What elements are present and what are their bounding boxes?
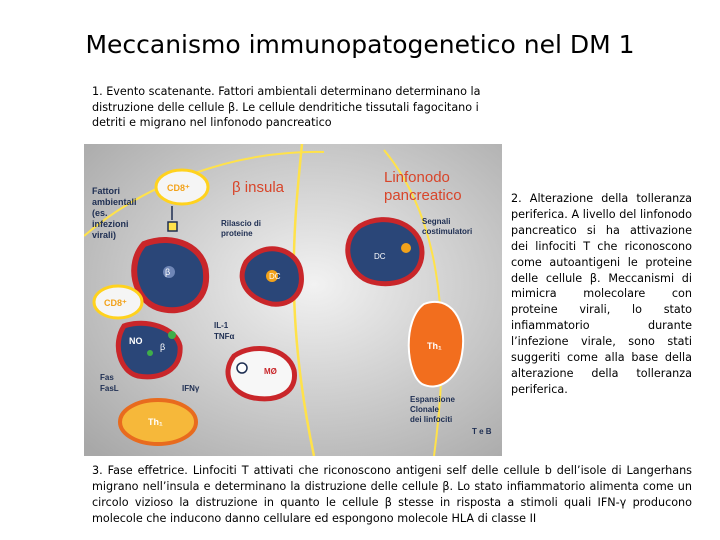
no-label: NO [129, 336, 143, 346]
cd8-top-cell [154, 168, 210, 206]
slide-title: Meccanismo immunopatogenetico nel DM 1 [85, 30, 635, 59]
tnfa-label: TNFα [214, 332, 235, 341]
fattori-line5: virali) [92, 230, 116, 240]
virus-marker [167, 221, 178, 232]
dc-insula-nucleus [266, 270, 278, 282]
paragraph-triggering-event: 1. Evento scatenante. Fattori ambientali… [92, 85, 481, 129]
segnali-line2: costimulatori [422, 227, 472, 236]
fattori-line4: infezioni [92, 219, 129, 229]
dc-node-orange-dot [401, 243, 411, 253]
fattori-line3: (es. [92, 208, 108, 218]
espansione-line1: Espansione [410, 395, 455, 404]
paragraph-effector-phase: 3. Fase effetrice. Linfociti T attivati … [92, 464, 692, 525]
linfonodo-line1: Linfonodo [384, 169, 450, 186]
beta-cell-label: β [165, 267, 170, 277]
green-granule-1 [168, 331, 176, 339]
teb-label: T e B [472, 427, 492, 436]
rilascio-line2: proteine [221, 229, 253, 238]
macrophage-granule [236, 362, 248, 374]
beta-nucleus [163, 266, 175, 278]
immunopathogenesis-figure: Fattori ambientali (es. infezioni virali… [84, 144, 502, 456]
ifng-label: IFNγ [182, 384, 200, 393]
fattori-line2: ambientali [92, 197, 137, 207]
cd8-top-label: CD8⁺ [167, 183, 190, 193]
dendritic-cell-node [345, 217, 425, 287]
rilascio-line1: Rilascio di [221, 219, 261, 228]
th1-node-cell [407, 301, 465, 388]
damaged-beta-cell [115, 320, 183, 380]
paragraph-peripheral-tolerance: 2. Alterazione della tolleranza periferi… [511, 192, 692, 396]
th1-insula-cell [118, 398, 198, 446]
il1-label: IL-1 [214, 321, 229, 330]
fattori-line1: Fattori [92, 186, 120, 196]
inner-boundary-line [383, 149, 443, 456]
mo-label: MØ [264, 367, 277, 376]
th1-insula-label: Th₁ [148, 417, 163, 427]
espansione-line3: dei linfociti [410, 415, 452, 424]
beta-insula-label: β insula [232, 179, 285, 196]
dc-node-label: DC [374, 252, 386, 261]
th1-node-label: Th₁ [427, 341, 442, 351]
espansione-line2: Clonale [410, 405, 439, 414]
cd8-left-cell [92, 284, 144, 320]
segnali-line1: Segnali [422, 217, 450, 226]
cd8-left-label: CD8⁺ [104, 298, 127, 308]
beta-small-label: β [160, 342, 165, 352]
dc-insula-label: DC [269, 272, 281, 281]
linfonodo-line2: pancreatico [384, 187, 462, 204]
fas-label: Fas [100, 373, 114, 382]
macrophage [225, 346, 297, 402]
fasl-label: FasL [100, 384, 119, 393]
green-granule-2 [147, 350, 153, 356]
